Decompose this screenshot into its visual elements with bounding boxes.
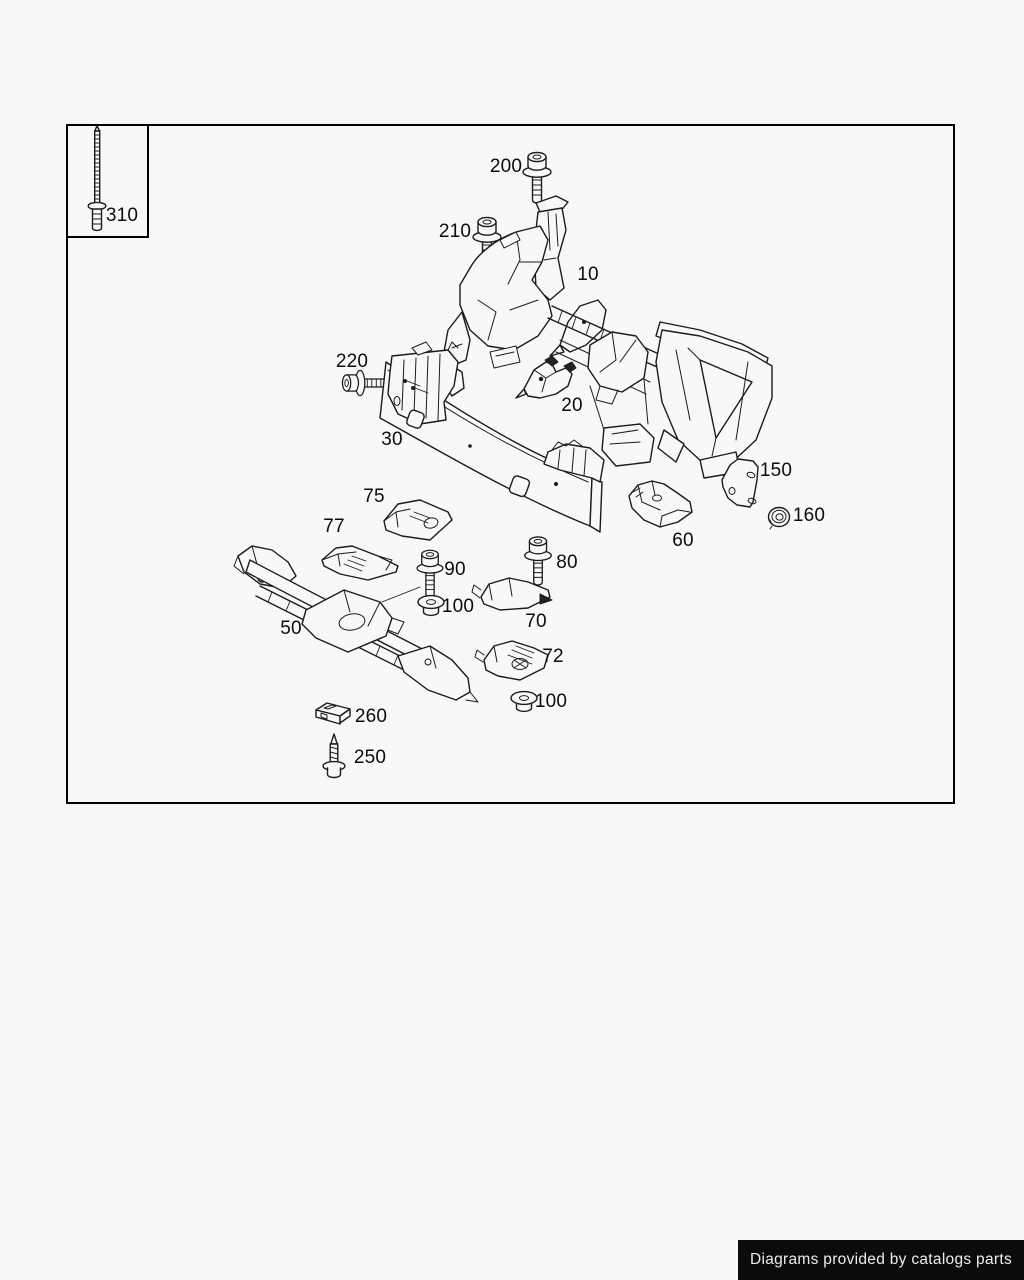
leader-line-90 [381,586,421,603]
part-10-frame [443,195,773,479]
part-250-screw [322,733,346,779]
part-label-75: 75 [363,486,385,507]
part-label-210: 210 [438,221,472,242]
part-72-bracket [474,640,549,681]
part-77-bracket [321,545,399,581]
watermark-text: Diagrams provided by catalogs parts [749,1251,1013,1268]
part-label-30: 30 [381,429,403,450]
part-label-100a: 100 [441,596,475,617]
part-label-200: 200 [489,156,523,177]
part-label-260: 260 [354,706,388,727]
part-label-20: 20 [561,395,583,416]
part-60-shield [628,480,693,528]
part-label-220: 220 [335,351,369,372]
part-100-nut-b [510,690,538,713]
part-label-77: 77 [323,516,345,537]
part-label-80: 80 [556,552,578,573]
part-label-250: 250 [353,747,387,768]
part-label-100b: 100 [534,691,568,712]
part-30-beam [379,341,605,533]
part-200-bolt [522,151,552,204]
part-50-subframe [233,545,479,703]
part-label-70: 70 [525,611,547,632]
part-160-grommet [767,506,791,530]
part-label-60: 60 [672,530,694,551]
part-label-150: 150 [759,460,793,481]
part-label-90: 90 [444,559,466,580]
part-90-bolt [416,549,444,598]
part-label-310: 310 [105,205,139,226]
part-20-bracket [515,355,577,399]
part-220-screw [341,369,389,397]
part-label-50: 50 [280,618,302,639]
part-310-rivet [87,125,107,232]
part-150-plate [721,458,759,508]
inset-box-part-310 [66,124,149,238]
part-70-bracket [471,577,553,611]
part-label-10: 10 [577,264,599,285]
part-label-160: 160 [792,505,826,526]
diagram-border [66,124,955,804]
part-100-nut-a [417,594,445,617]
part-260-clip [315,702,351,725]
part-label-72: 72 [542,646,564,667]
watermark-badge: Diagrams provided by catalogs parts [738,1240,1024,1280]
part-75-bracket [383,499,453,541]
part-80-bolt [524,536,552,586]
